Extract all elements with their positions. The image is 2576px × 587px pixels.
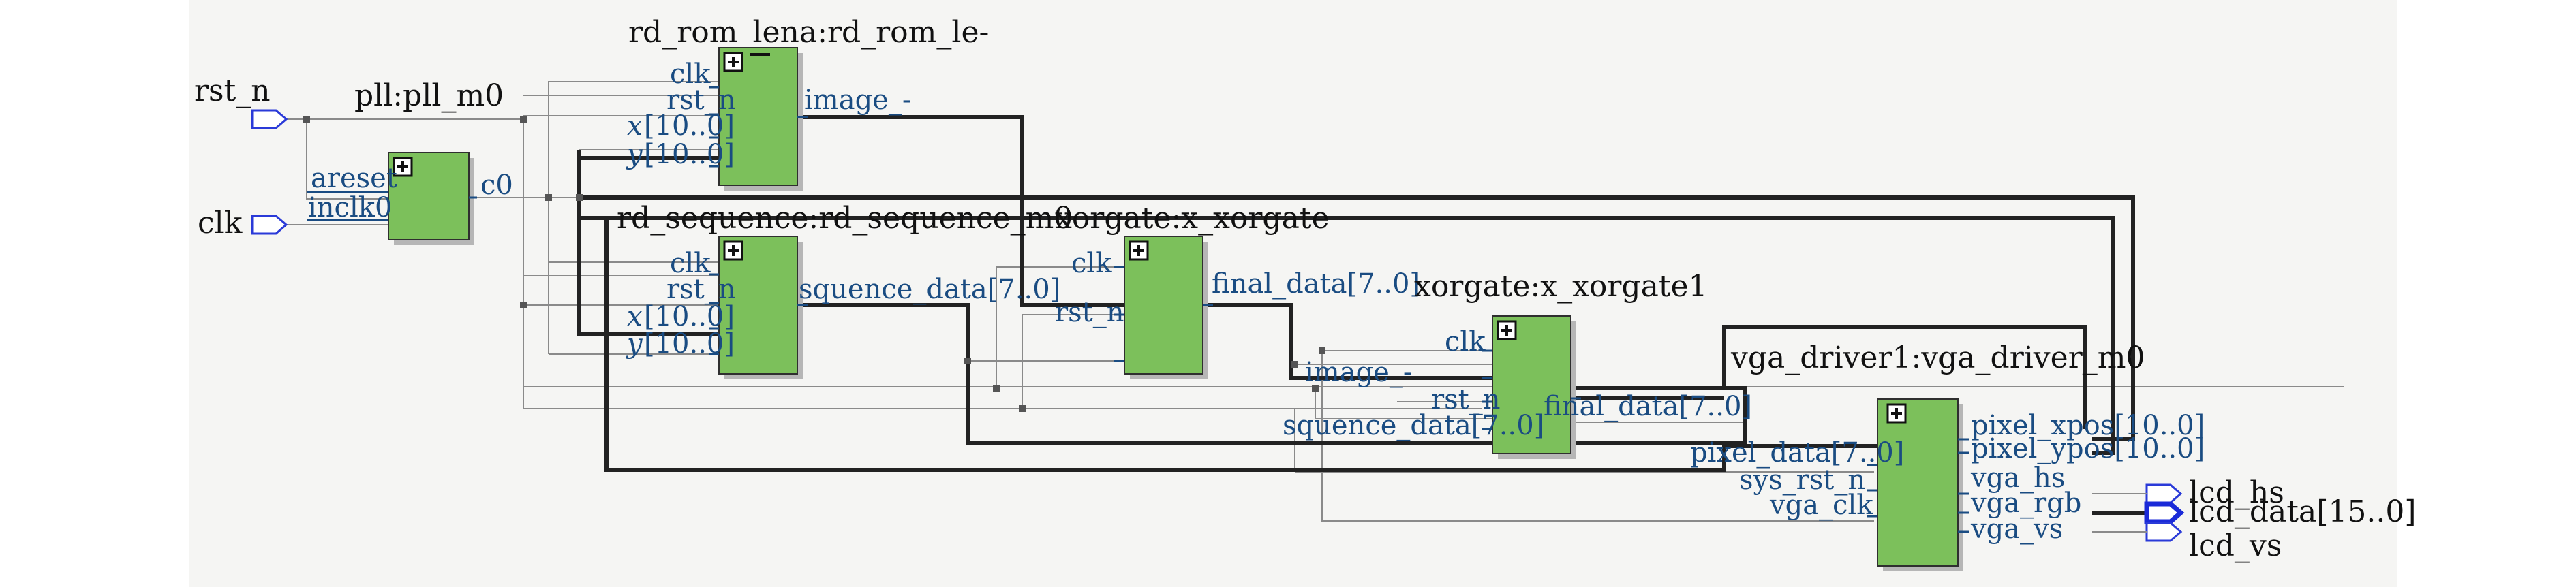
- input-port-clk[interactable]: clk: [198, 206, 288, 240]
- sequence-pin-out: squence_data[7..0]: [799, 274, 1060, 305]
- vga-pin-vga-hs: vga_hs: [1970, 462, 2065, 494]
- expand-icon[interactable]: [1886, 403, 1907, 424]
- expand-icon[interactable]: [1497, 320, 1517, 340]
- expand-icon[interactable]: [723, 52, 770, 72]
- vga-pin-vga-clk: vga_clk: [1769, 490, 1873, 521]
- sequence-pin-x: x: [627, 301, 643, 332]
- pll-title: pll:pll_m0: [354, 78, 504, 113]
- sequence-pin-clk: clk: [670, 248, 711, 279]
- lcd-hs-label: lcd_hs: [2189, 475, 2284, 510]
- xorgate0-title: xorgate:x_xorgate: [1055, 201, 1330, 236]
- input-port-rst-n[interactable]: rst_n: [194, 74, 288, 129]
- pll-pin-c0: c0: [480, 170, 513, 201]
- bus-wires: [577, 115, 2147, 515]
- xorgate0-block[interactable]: xorgate:x_xorgate clk rst_n final_data[7…: [1055, 201, 1420, 379]
- sequence-title: rd_sequence:rd_sequence_m0: [617, 201, 1073, 236]
- xorgate1-pin-squence: squence_data[7..0]: [1283, 410, 1544, 441]
- rom-pin-x-range: [10..0]: [644, 110, 735, 142]
- sequence-pin-rst-n: rst_n: [666, 274, 735, 305]
- xorgate1-pin-image: image_-: [1305, 357, 1412, 388]
- xorgate1-title: xorgate:x_xorgate1: [1414, 269, 1708, 304]
- rst-n-label: rst_n: [194, 74, 271, 108]
- vga-pin-vga-vs: vga_vs: [1970, 513, 2063, 545]
- expand-icon[interactable]: [723, 240, 743, 261]
- lcd-vs-label: lcd_vs: [2189, 528, 2282, 563]
- sequence-pin-x-range: [10..0]: [644, 301, 735, 332]
- vga-pin-pixel-ypos: pixel_ypos[10..0]: [1971, 433, 2205, 464]
- expand-icon[interactable]: [393, 157, 413, 177]
- vga-pin-sys-rst-n: sys_rst_n: [1739, 464, 1865, 496]
- output-port-lcd-vs[interactable]: lcd_vs: [2145, 522, 2282, 563]
- rom-title: rd_rom_lena:rd_rom_le-: [628, 15, 989, 50]
- xorgate1-pin-clk: clk: [1445, 326, 1486, 358]
- xorgate1-block[interactable]: xorgate:x_xorgate1 clk image_- rst_n squ…: [1283, 269, 1752, 459]
- vga-pin-pixel-xpos: pixel_xpos[10..0]: [1971, 410, 2205, 441]
- lcd-data-label: lcd_data[15..0]: [2189, 494, 2416, 529]
- schematic-background: [189, 0, 2397, 587]
- pll-pin-areset: areset: [311, 163, 397, 194]
- sequence-block[interactable]: rd_sequence:rd_sequence_m0 clk rst_n x […: [617, 201, 1073, 379]
- xorgate0-pin-clk: clk: [1071, 248, 1112, 279]
- output-port-lcd-hs[interactable]: lcd_hs: [2145, 475, 2284, 510]
- pll-block[interactable]: pll:pll_m0 areset inclk0 c0: [307, 78, 513, 245]
- expand-icon[interactable]: [1129, 240, 1149, 261]
- vga-pin-pixel-data: pixel_data[7..0]: [1690, 437, 1904, 469]
- xorgate0-pin-rst-n: rst_n: [1055, 297, 1124, 328]
- sequence-pin-y-range: [10..0]: [644, 328, 735, 360]
- vga-pin-vga-rgb: vga_rgb: [1970, 488, 2081, 519]
- pll-pin-inclk0: inclk0: [308, 192, 392, 223]
- xorgate1-pin-out: final_data[7..0]: [1544, 391, 1752, 422]
- clk-label: clk: [198, 206, 243, 240]
- vga-driver-block[interactable]: vga_driver1:vga_driver_m0 pixel_data[7..…: [1690, 340, 2205, 571]
- rom-block[interactable]: rd_rom_lena:rd_rom_le- clk rst_n x [10..…: [626, 15, 989, 191]
- rom-pin-x: x: [627, 110, 643, 142]
- vga-driver-title: vga_driver1:vga_driver_m0: [1730, 340, 2145, 375]
- junction-dots: [303, 116, 1325, 412]
- rom-pin-rst-n: rst_n: [666, 84, 735, 116]
- output-port-lcd-data[interactable]: lcd_data[15..0]: [2144, 494, 2416, 529]
- xorgate0-pin-out: final_data[7..0]: [1212, 268, 1420, 300]
- rom-pin-y: y: [626, 139, 643, 170]
- rom-pin-y-range: [10..0]: [644, 139, 735, 170]
- sequence-pin-y: y: [626, 328, 643, 360]
- rom-pin-clk: clk: [670, 59, 711, 90]
- rom-pin-image: image_-: [804, 84, 911, 116]
- xorgate1-pin-rst-n: rst_n: [1431, 384, 1500, 415]
